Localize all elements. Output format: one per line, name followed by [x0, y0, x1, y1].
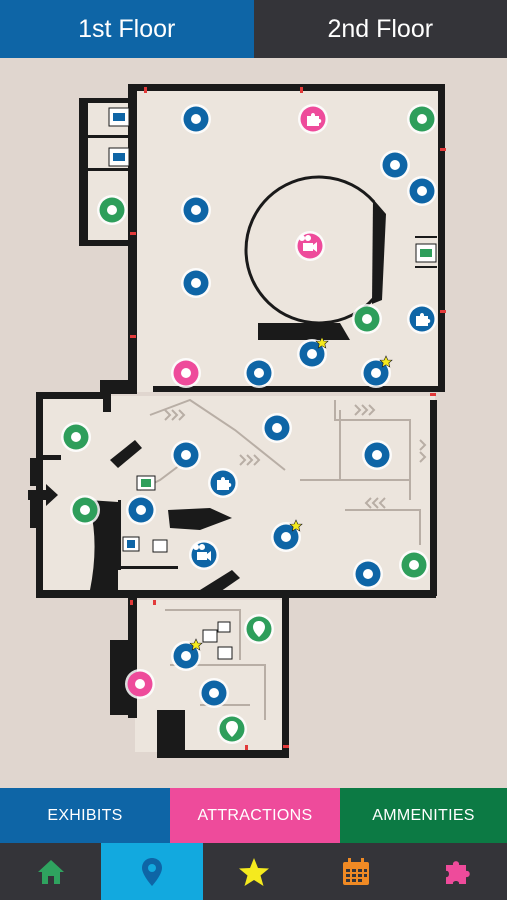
family-icon	[136, 505, 146, 515]
floor-map[interactable]	[0, 58, 507, 788]
puzzle-icon	[446, 860, 470, 884]
map-marker-exhibit-car[interactable]	[380, 150, 410, 180]
drink-icon	[191, 205, 201, 215]
map-marker-exhibit-head[interactable]	[271, 519, 303, 552]
map-marker-exhibit-feather[interactable]	[181, 104, 211, 134]
puzzle-icon	[416, 313, 431, 326]
puzzle-icon	[307, 113, 322, 126]
wheelchair-icon	[371, 368, 381, 378]
map-marker-attraction-rocket[interactable]	[171, 358, 201, 388]
featured-star-icon	[315, 336, 329, 349]
doors	[130, 87, 446, 750]
nav-favorites[interactable]	[203, 843, 305, 900]
map-marker-exhibit-globe[interactable]	[262, 413, 292, 443]
map-marker-amenity-atm[interactable]	[61, 422, 91, 452]
map-marker-exhibit-family[interactable]	[126, 495, 156, 525]
head-icon	[281, 532, 291, 542]
tab-1st-floor[interactable]: 1st Floor	[0, 0, 254, 58]
dna-icon	[181, 651, 191, 661]
globe-icon	[272, 423, 282, 433]
runner-icon	[372, 450, 382, 460]
map-marker-exhibit-person[interactable]	[244, 358, 274, 388]
map-marker-exhibit-drink[interactable]	[181, 195, 211, 225]
rocket-icon	[181, 368, 191, 378]
map-marker-attraction-puzzle[interactable]	[298, 104, 328, 134]
restroom-signs	[108, 107, 437, 660]
map-markers	[61, 104, 437, 744]
location-icon	[226, 721, 238, 737]
star-icon	[239, 857, 269, 886]
featured-star-icon	[289, 519, 303, 532]
featured-star-icon	[379, 355, 393, 368]
cake-icon	[107, 205, 117, 215]
home-icon	[37, 859, 64, 884]
map-marker-amenity-translate[interactable]	[399, 550, 429, 580]
feather-icon	[191, 114, 201, 124]
map-marker-exhibit-wheelchair[interactable]	[361, 355, 393, 388]
restroom-icon	[191, 278, 201, 288]
tab-2nd-floor[interactable]: 2nd Floor	[253, 0, 507, 58]
interior-lines	[139, 398, 421, 720]
atm-icon	[71, 432, 81, 442]
map-marker-exhibit-microscope[interactable]	[199, 678, 229, 708]
chevron-markings	[164, 404, 427, 509]
walls	[28, 84, 445, 758]
floor-selector: 1st Floor 2nd Floor	[0, 0, 507, 58]
camera-icon	[193, 544, 211, 561]
bowl-icon	[363, 569, 373, 579]
tab-amenities[interactable]: AMMENITIES	[340, 788, 507, 843]
location-icon	[253, 621, 265, 637]
clipboard-icon	[417, 114, 427, 124]
map-marker-attraction-molecule[interactable]	[125, 669, 155, 699]
map-marker-exhibit-bowl[interactable]	[353, 559, 383, 589]
map-marker-amenity-trash[interactable]	[352, 304, 382, 334]
tab-exhibits[interactable]: EXHIBITS	[0, 788, 170, 843]
butterfly-icon	[307, 349, 317, 359]
map-marker-amenity-clipboard[interactable]	[407, 104, 437, 134]
map-marker-amenity-location[interactable]	[244, 614, 274, 644]
floor-plan	[28, 84, 446, 758]
map-marker-amenity-cake[interactable]	[97, 195, 127, 225]
map-pin-icon	[142, 857, 162, 886]
tab-attractions[interactable]: ATTRACTIONS	[170, 788, 340, 843]
category-tabs: EXHIBITS ATTRACTIONS AMMENITIES	[0, 788, 507, 843]
ticket-icon	[80, 505, 90, 515]
map-marker-exhibit-bag[interactable]	[171, 440, 201, 470]
camera-icon	[299, 235, 317, 252]
map-marker-exhibit-runner[interactable]	[362, 440, 392, 470]
map-marker-exhibit-train[interactable]	[407, 176, 437, 206]
featured-star-icon	[189, 638, 203, 651]
map-marker-attraction-camera[interactable]	[295, 231, 325, 261]
molecule-icon	[135, 679, 145, 689]
nav-calendar[interactable]	[305, 843, 407, 900]
microscope-icon	[209, 688, 219, 698]
map-marker-exhibit-restroom[interactable]	[181, 268, 211, 298]
car-icon	[390, 160, 400, 170]
nav-map[interactable]	[101, 843, 203, 900]
train-icon	[417, 186, 427, 196]
map-marker-exhibit-puzzle[interactable]	[208, 468, 238, 498]
bag-icon	[181, 450, 191, 460]
map-marker-exhibit-dna[interactable]	[171, 638, 203, 671]
nav-activities[interactable]	[407, 843, 507, 900]
map-marker-amenity-location[interactable]	[217, 714, 247, 744]
trash-icon	[362, 314, 372, 324]
translate-icon	[409, 560, 419, 570]
person-icon	[254, 368, 264, 378]
puzzle-icon	[217, 477, 232, 490]
bottom-navigation	[0, 843, 507, 900]
map-marker-exhibit-camera[interactable]	[189, 540, 219, 570]
map-marker-amenity-ticket[interactable]	[70, 495, 100, 525]
calendar-icon	[343, 857, 369, 885]
nav-home[interactable]	[0, 843, 101, 900]
map-marker-exhibit-butterfly[interactable]	[297, 336, 329, 369]
map-marker-exhibit-puzzle[interactable]	[407, 304, 437, 334]
